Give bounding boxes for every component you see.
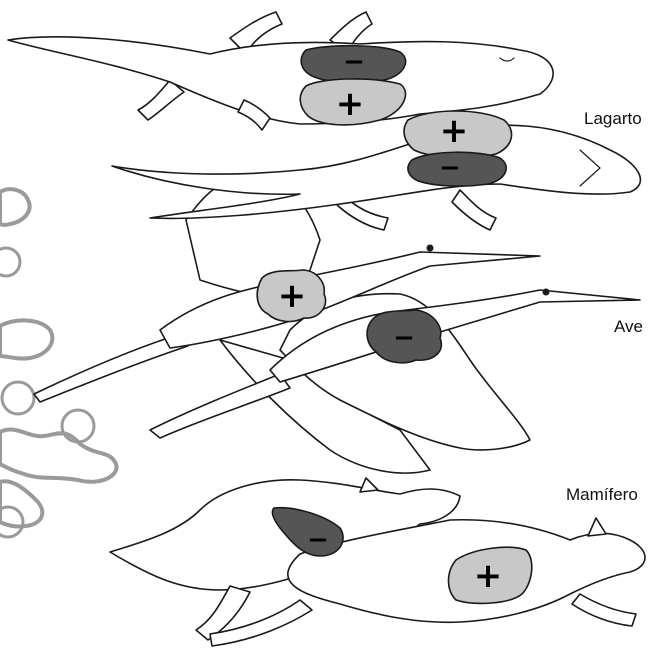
lizard-top-leg-lower	[138, 80, 184, 120]
mammal-rear-ear	[360, 478, 378, 492]
lizard-top-negative-sign: −	[343, 47, 365, 77]
bird-upper-eye	[427, 245, 434, 252]
footprint-ring	[2, 382, 34, 414]
bird-front-tail	[150, 374, 290, 438]
footprint-blob	[0, 189, 30, 225]
bird-front-negative-sign: −	[393, 323, 415, 353]
lizard-bottom-negative-sign: −	[439, 153, 461, 183]
bird-upper-positive-sign: +	[278, 276, 307, 316]
footprint-ring	[0, 248, 20, 276]
lizard-bottom-leg-front	[452, 190, 496, 230]
bird-front-eye	[543, 289, 550, 296]
label-mammal: Mamífero	[566, 485, 638, 504]
lizard-top	[8, 12, 553, 124]
footprint-blob	[0, 430, 117, 482]
mammal-front-ear	[588, 518, 606, 536]
mammal-rear-negative-sign: −	[307, 525, 329, 555]
lizard-bottom-positive-sign: +	[440, 111, 469, 151]
lizard-bottom-body	[112, 125, 640, 218]
bird-upper-tail	[34, 334, 188, 402]
footprint-trail	[0, 189, 117, 537]
label-lizard: Lagarto	[584, 109, 642, 128]
footprint-blob	[0, 481, 42, 526]
footprint-ring	[62, 410, 94, 442]
label-bird: Ave	[614, 317, 643, 336]
lizard-top-positive-sign: +	[336, 84, 365, 124]
mammal-front-leg-front	[572, 594, 636, 626]
mammal-front-positive-sign: +	[474, 556, 503, 596]
footprint-blob	[0, 320, 52, 358]
